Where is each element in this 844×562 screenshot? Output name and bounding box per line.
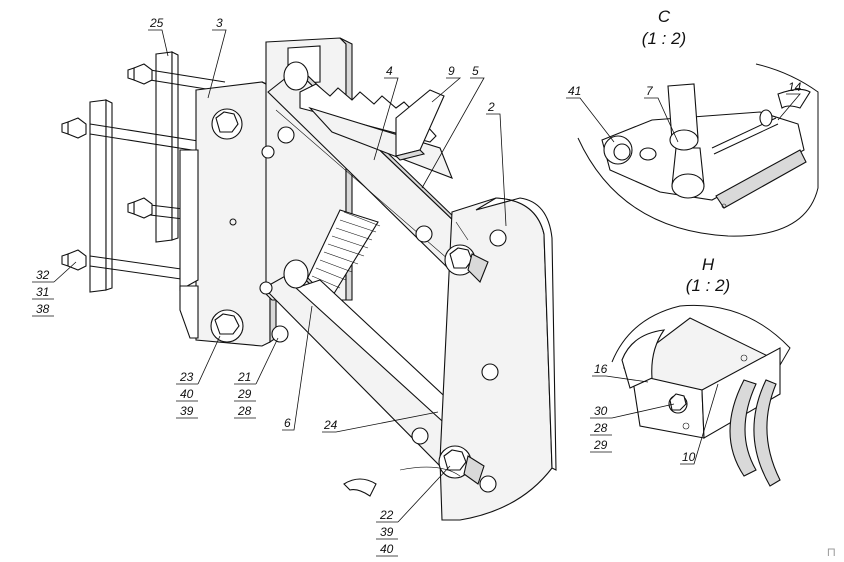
view-h-scale: (1 : 2) (686, 276, 730, 295)
share-fragment (343, 466, 461, 497)
leader-lines (32, 29, 801, 557)
callout-5: 5 (472, 64, 479, 78)
callout-30: 30 (594, 404, 608, 418)
corner-mark: ⊓ (827, 545, 836, 559)
handle-9 (394, 89, 445, 161)
callout-3: 3 (216, 16, 223, 30)
callout-4: 4 (386, 64, 393, 78)
callout-21: 21 (237, 370, 251, 384)
view-c-scale: (1 : 2) (642, 29, 686, 48)
callout-10: 10 (682, 450, 696, 464)
view-c-title: C (658, 7, 671, 26)
callout-31: 31 (36, 285, 49, 299)
callout-39-upper: 39 (180, 404, 194, 418)
callout-39-lower: 39 (380, 525, 394, 539)
plough-body-2 (439, 197, 557, 521)
callout-28-h: 28 (593, 421, 608, 435)
callout-24: 24 (323, 418, 338, 432)
callout-25: 25 (149, 16, 164, 30)
callout-38: 38 (36, 302, 50, 316)
callout-23: 23 (179, 370, 194, 384)
callout-labels: 25 3 4 9 5 2 32 31 38 23 40 39 21 29 28 … (36, 16, 836, 559)
callout-6: 6 (284, 416, 291, 430)
callout-40-upper: 40 (180, 387, 194, 401)
view-h-title: H (702, 255, 715, 274)
callout-41: 41 (568, 84, 581, 98)
view-h: H (1 : 2) (611, 255, 791, 487)
callout-9: 9 (448, 64, 455, 78)
callout-16: 16 (594, 362, 608, 376)
callout-2: 2 (487, 100, 495, 114)
callout-40-lower: 40 (380, 542, 394, 556)
callout-22: 22 (379, 508, 394, 522)
lower-link-24 (263, 269, 477, 467)
view-c: C (1 : 2) (577, 7, 819, 237)
callout-32: 32 (36, 268, 50, 282)
main-view (61, 37, 557, 521)
callout-7: 7 (646, 84, 654, 98)
pivot-pins (259, 61, 309, 343)
plate-bolts (210, 108, 244, 343)
callout-14: 14 (788, 80, 802, 94)
callout-29-main: 29 (237, 387, 252, 401)
rear-plate-25 (89, 51, 179, 293)
callout-28-main: 28 (237, 404, 252, 418)
callout-29-h: 29 (593, 438, 608, 452)
stud-nuts (61, 63, 153, 271)
